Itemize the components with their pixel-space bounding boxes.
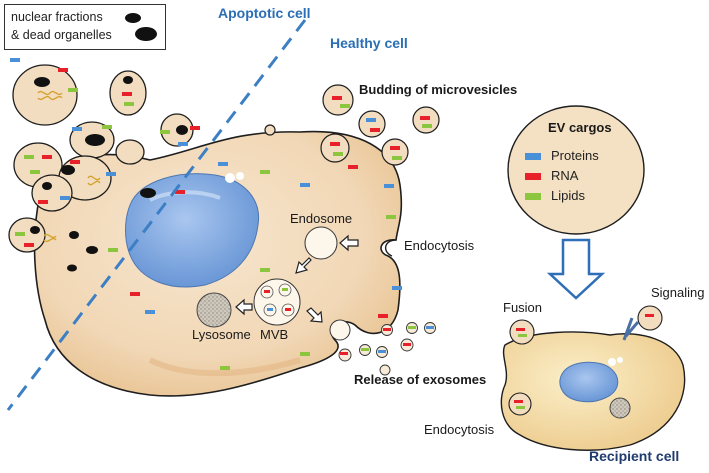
fusion-label: Fusion bbox=[503, 300, 543, 315]
release-pocket bbox=[329, 319, 351, 341]
bubble bbox=[608, 358, 616, 366]
apoptotic-healthy-divider bbox=[6, 19, 307, 411]
bubble bbox=[617, 357, 623, 363]
endosome bbox=[304, 226, 338, 260]
arrow-mvb-lysosome bbox=[235, 298, 253, 316]
apoptotic-cell-label: Apoptotic cell bbox=[218, 5, 311, 21]
cargo-lipids: Lipids bbox=[525, 188, 585, 203]
rna-swatch bbox=[525, 173, 541, 181]
bubble bbox=[236, 172, 244, 180]
endosome-label: Endosome bbox=[290, 211, 353, 226]
proteins-label: Proteins bbox=[551, 148, 599, 163]
arrow-endocytosis bbox=[339, 234, 359, 252]
fusion-vesicle bbox=[509, 319, 535, 345]
cargo-proteins: Proteins bbox=[525, 148, 599, 163]
ev-cargos-title: EV cargos bbox=[548, 120, 612, 135]
dna-fragments bbox=[37, 90, 101, 243]
lipids-label: Lipids bbox=[551, 188, 585, 203]
arrow-mvb-release bbox=[306, 307, 323, 323]
healthy-cell-label: Healthy cell bbox=[330, 35, 408, 51]
recipient-cell-label: Recipient cell bbox=[589, 448, 680, 464]
internal-arrows bbox=[235, 234, 359, 323]
nucleus bbox=[125, 173, 260, 288]
bubble bbox=[225, 173, 235, 183]
proteins-swatch bbox=[525, 153, 541, 161]
microvesicle bbox=[358, 110, 386, 138]
cargo-rna: RNA bbox=[525, 168, 578, 183]
ev-cargos-circle bbox=[507, 105, 645, 235]
lipids-swatch bbox=[525, 193, 541, 201]
endocytosis-label: Endocytosis bbox=[404, 238, 475, 253]
legend-line-2: & dead organelles bbox=[11, 28, 112, 42]
transfer-arrow bbox=[546, 238, 606, 300]
legend-organelle-small bbox=[125, 13, 141, 23]
rna-label: RNA bbox=[551, 168, 579, 183]
apoptotic-body bbox=[12, 64, 78, 126]
cortex-shading bbox=[148, 357, 301, 377]
arrow-endosome-mvb bbox=[295, 257, 312, 274]
receptor bbox=[622, 317, 640, 341]
recipient-nucleus bbox=[559, 361, 619, 403]
apoptotic-body bbox=[31, 174, 73, 212]
microvesicle bbox=[381, 138, 409, 166]
mvb bbox=[253, 278, 301, 326]
legend-box: nuclear fractions & dead organelles bbox=[4, 4, 166, 50]
recipient-lysosome bbox=[609, 397, 631, 419]
legend-organelle-large bbox=[135, 27, 157, 41]
endocytic-pit bbox=[385, 239, 397, 257]
legend-line-1: nuclear fractions bbox=[11, 10, 103, 24]
signaling-label: Signaling bbox=[651, 285, 705, 300]
lysosome-label: Lysosome bbox=[192, 327, 251, 342]
release-label: Release of exosomes bbox=[354, 372, 487, 387]
microvesicle bbox=[320, 133, 350, 163]
signaling-vesicle bbox=[637, 305, 663, 331]
mvb-vesicles bbox=[260, 283, 295, 317]
endocytosed-vesicle bbox=[508, 392, 532, 416]
cargo-marks bbox=[10, 58, 434, 370]
lysosome bbox=[196, 292, 232, 328]
dead-organelles bbox=[30, 76, 188, 272]
apoptotic-body bbox=[115, 139, 145, 165]
mvb-label: MVB bbox=[260, 327, 289, 342]
recipient-endocytosis-label: Endocytosis bbox=[424, 422, 495, 437]
microvesicle bbox=[264, 124, 276, 136]
budding-label: Budding of microvesicles bbox=[359, 82, 518, 97]
